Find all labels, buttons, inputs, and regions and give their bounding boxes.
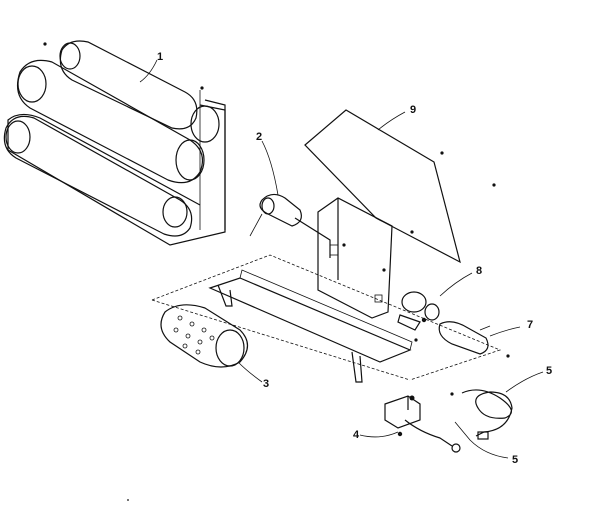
callout-2: 2 xyxy=(256,131,263,143)
callout-3: 3 xyxy=(263,378,270,390)
spinner-cylinder-part-3 xyxy=(160,304,249,368)
power-cord-part-6 xyxy=(461,389,513,440)
motor-part-8 xyxy=(397,291,440,331)
callout-4: 4 xyxy=(353,429,360,441)
lamp-assembly-part-2 xyxy=(249,193,331,258)
reflector-panel-part-9 xyxy=(304,109,461,264)
reference-dots xyxy=(43,42,510,501)
platform-outline xyxy=(151,254,502,381)
base-grate xyxy=(208,269,413,383)
callout-5-screw-left: 5 xyxy=(512,454,519,466)
log-set-part-1 xyxy=(3,40,226,246)
switch-part-4 xyxy=(384,395,461,453)
burner-bracket xyxy=(317,197,393,319)
callout-leaders xyxy=(139,59,544,459)
callout-8: 8 xyxy=(476,265,483,277)
callout-1: 1 xyxy=(157,51,164,63)
callout-5-cord: 5 xyxy=(546,365,553,377)
screw-part-5 xyxy=(397,317,427,437)
lamp-part-7 xyxy=(438,321,491,355)
callout-9: 9 xyxy=(410,104,417,116)
callout-7: 7 xyxy=(527,319,534,331)
